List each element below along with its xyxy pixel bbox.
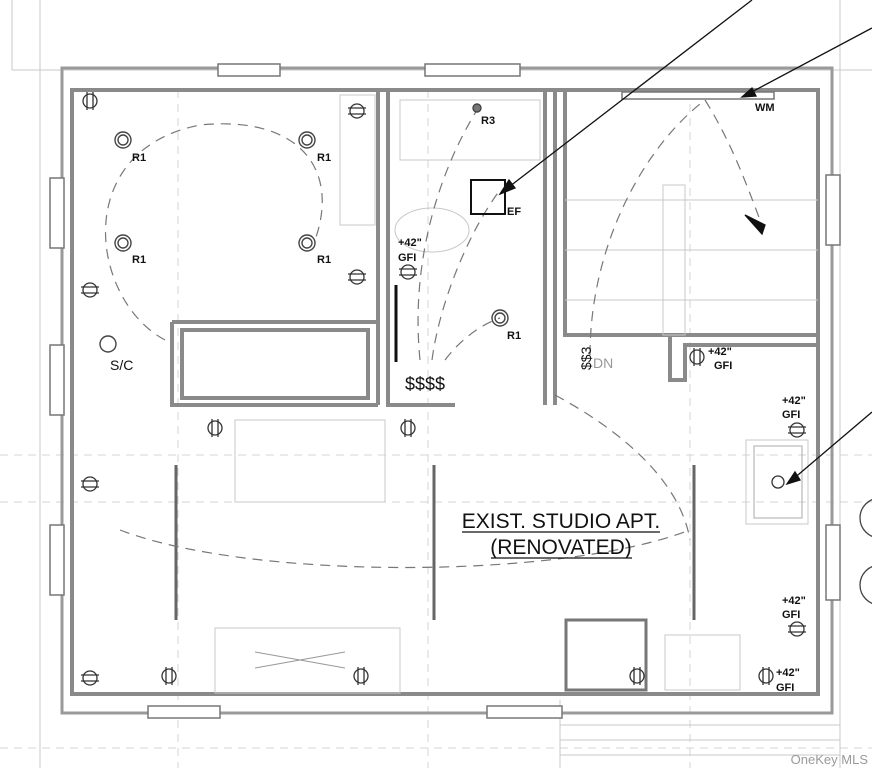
receptacles bbox=[81, 92, 806, 686]
gfi-label: GFI bbox=[714, 360, 732, 372]
light-icon bbox=[472, 103, 482, 113]
outlet-icon bbox=[348, 103, 366, 119]
gfi-height-label: +42" bbox=[708, 346, 732, 358]
outlet-icon bbox=[207, 419, 223, 437]
gfi-height-label: +42" bbox=[398, 237, 422, 249]
outlet-icon bbox=[161, 667, 177, 685]
stair-down-label: DN bbox=[593, 355, 613, 371]
plan-title-line1: EXIST. STUDIO APT. bbox=[462, 510, 660, 533]
range-outlet-icon bbox=[771, 475, 785, 489]
light-label: R1 bbox=[507, 330, 521, 342]
outlet-icon bbox=[788, 621, 806, 637]
interior-walls bbox=[170, 90, 818, 692]
switch-wiring bbox=[105, 99, 761, 569]
gfi-label: GFI bbox=[782, 409, 800, 421]
gfi-height-label: +42" bbox=[782, 395, 806, 407]
smoke-detector-icon bbox=[99, 335, 117, 353]
gfi-label: GFI bbox=[782, 609, 800, 621]
outlet-icon bbox=[353, 667, 369, 685]
outlet-icon bbox=[348, 269, 366, 285]
light-label: R3 bbox=[481, 115, 495, 127]
light-icon bbox=[298, 131, 316, 149]
outlet-icon bbox=[758, 667, 774, 685]
partitions bbox=[174, 285, 696, 620]
exhaust-fan-label: EF bbox=[507, 206, 521, 218]
outlet-icon bbox=[82, 92, 98, 110]
outlet-icon bbox=[629, 667, 645, 685]
plan-title-line2: (RENOVATED) bbox=[490, 536, 632, 559]
gfi-height-label: +42" bbox=[776, 667, 800, 679]
switch-bank-label: $$$$ bbox=[405, 374, 445, 394]
gfi-label: GFI bbox=[776, 682, 794, 694]
exhaust-fan-icon bbox=[470, 179, 506, 215]
light-label: R1 bbox=[132, 254, 146, 266]
outlet-icon bbox=[689, 348, 705, 366]
wm-label: WM bbox=[755, 102, 775, 114]
light-icon bbox=[298, 234, 316, 252]
watermark: OneKey MLS bbox=[791, 752, 869, 767]
light-icon bbox=[114, 234, 132, 252]
gfi-height-label: +42" bbox=[782, 595, 806, 607]
outlet-icon bbox=[400, 419, 416, 437]
fixtures bbox=[214, 94, 818, 694]
recessed-lights bbox=[99, 103, 509, 353]
outlet-icon bbox=[81, 282, 99, 298]
leader-arrows bbox=[498, 0, 872, 486]
gfi-label: GFI bbox=[398, 252, 416, 264]
light-label: R1 bbox=[132, 152, 146, 164]
windows bbox=[49, 63, 841, 719]
light-label: R1 bbox=[317, 254, 331, 266]
light-icon bbox=[114, 131, 132, 149]
outlet-icon bbox=[81, 476, 99, 492]
smoke-co-label: S/C bbox=[110, 357, 133, 373]
light-icon bbox=[491, 309, 509, 327]
plan-labels: R1 R1 R1 R1 R1 R3 EF WM S/C $$$$ $$3 DN … bbox=[110, 102, 868, 767]
outlet-icon bbox=[788, 422, 806, 438]
light-label: R1 bbox=[317, 152, 331, 164]
stair-switch-label: $$3 bbox=[578, 346, 594, 370]
outlet-icon bbox=[399, 264, 417, 280]
outlet-icon bbox=[81, 670, 99, 686]
